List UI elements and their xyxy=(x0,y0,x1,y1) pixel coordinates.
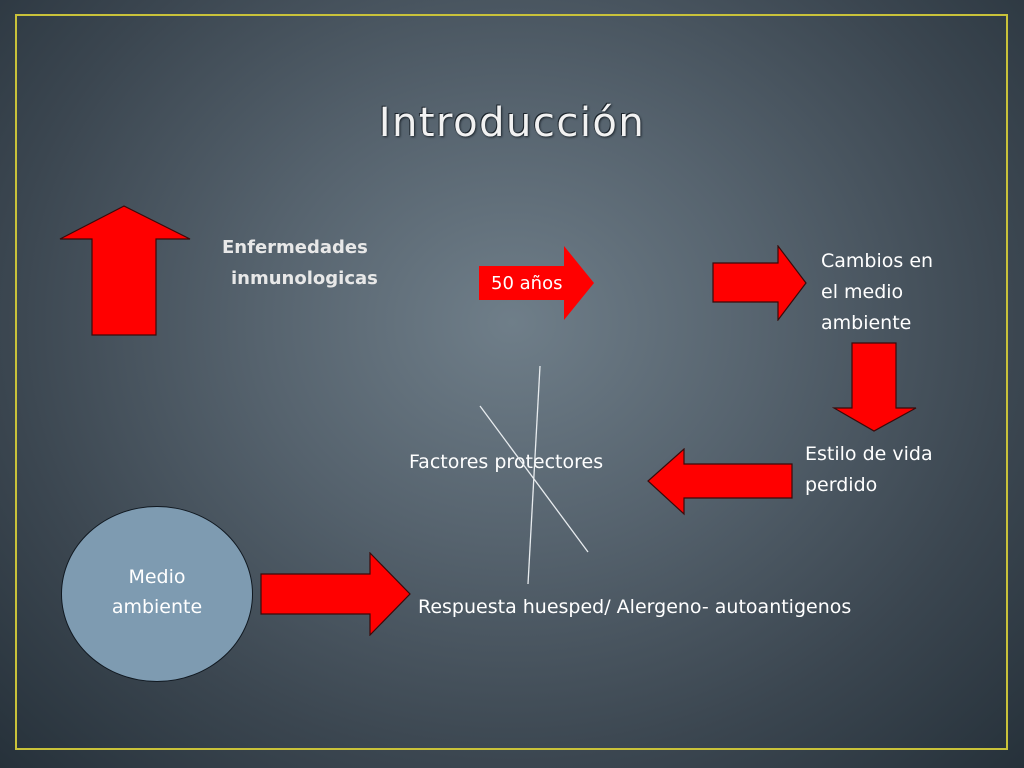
cambios-line2: el medio xyxy=(821,281,904,303)
enfermedades-label: Enfermedades inmunologicas xyxy=(222,232,378,294)
edad-label: 50 años xyxy=(491,273,563,294)
enfermedades-line2: inmunologicas xyxy=(231,268,378,289)
right-arrow-icon xyxy=(260,552,411,636)
medio-ambiente-text: Medio ambiente xyxy=(62,562,252,622)
factores-label: Factores protectores xyxy=(409,451,604,473)
medio-ambiente-circle: Medio ambiente xyxy=(61,506,253,682)
medio-line1: Medio xyxy=(128,566,186,588)
medio-line2: ambiente xyxy=(111,596,203,618)
cambios-line1: Cambios en xyxy=(821,250,934,272)
slide-frame xyxy=(15,14,1008,750)
cross-out-icon xyxy=(479,365,589,585)
respuesta-label: Respuesta huesped/ Alergeno- autoantigen… xyxy=(418,596,852,618)
estilo-line1: Estilo de vida xyxy=(805,443,933,465)
cambios-line3: ambiente xyxy=(821,312,912,334)
down-arrow-icon xyxy=(832,342,917,432)
right-arrow-icon xyxy=(479,246,594,320)
estilo-label: Estilo de vida perdido xyxy=(805,439,933,501)
up-arrow-icon xyxy=(59,205,191,336)
enfermedades-line1: Enfermedades xyxy=(222,237,368,258)
slide-title: Introducción xyxy=(378,100,646,146)
cambios-label: Cambios en el medio ambiente xyxy=(821,246,933,339)
estilo-line2: perdido xyxy=(805,474,878,496)
right-arrow-icon xyxy=(712,245,807,321)
left-arrow-icon xyxy=(647,448,793,516)
